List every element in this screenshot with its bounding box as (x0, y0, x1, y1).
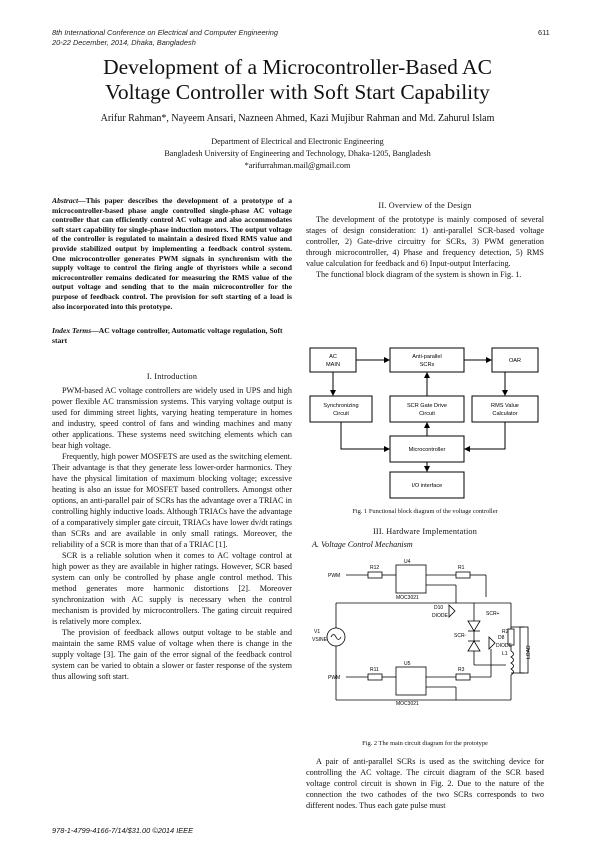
label-r11: R11 (370, 667, 379, 673)
copyright-footer: 978-1-4799-4166-7/14/$31.00 ©2014 IEEE (52, 826, 194, 835)
author-list: Arifur Rahman*, Nayeem Ansari, Nazneen A… (100, 113, 495, 124)
intro-paragraph: The provision of feedback allows output … (52, 628, 292, 681)
resistor-r12 (367, 571, 383, 579)
label-r3: R3 (458, 667, 465, 673)
diode-d8 (488, 636, 496, 650)
section-heading-overview: II. Overview of the Design (378, 201, 472, 210)
rms-label: RMS Value (491, 403, 519, 409)
overview-body: The development of the prototype is main… (306, 214, 544, 280)
index-terms-text: —AC voltage controller, Automatic voltag… (52, 326, 283, 345)
optocoupler-u4 (395, 564, 427, 594)
pwm-input-bottom: PWM (328, 675, 340, 681)
intro-paragraph: SCR is a reliable solution when it comes… (52, 551, 292, 626)
label-u4: U4 (404, 559, 411, 565)
label-d8-type: DIODE (496, 643, 513, 649)
overview-paragraph: The development of the prototype is main… (306, 215, 544, 268)
block-io (389, 471, 465, 499)
label-d10: D10 (434, 605, 443, 611)
ac-main-label: AC (329, 354, 337, 360)
hardware-paragraph: A pair of anti-parallel SCRs is used as … (306, 757, 544, 810)
label-v1-value: VSINE (312, 637, 328, 643)
abstract-text: —This paper describes the development of… (52, 196, 292, 311)
conference-dates: 20-22 December, 2014, Dhaka, Bangladesh (52, 38, 196, 47)
inductor-l1 (510, 650, 514, 676)
label-load: LOAD (526, 645, 532, 659)
title-line-1: Development of a Microcontroller-Based A… (103, 55, 492, 79)
resistor-r11 (367, 673, 383, 681)
label-v1: V1 (314, 629, 320, 635)
circuit-diagram: PWM R12 U4 R1 MOC3021 D10 DIODE SCR+ SCR… (312, 559, 532, 707)
block-ac-main (309, 347, 357, 373)
load-label: OAR (509, 358, 521, 364)
sync-label: Circuit (333, 411, 349, 417)
pwm-input-top: PWM (328, 573, 340, 579)
label-scr-plus: SCR+ (486, 611, 500, 617)
gate-drive-label: SCR Gate Drive (407, 403, 447, 409)
label-scr-minus: SCR- (454, 633, 467, 639)
introduction-body: PWM-based AC voltage controllers are wid… (52, 385, 292, 682)
optocoupler-u5 (395, 666, 427, 696)
label-moc2: MOC3021 (396, 701, 419, 707)
intro-paragraph: PWM-based AC voltage controllers are wid… (52, 386, 292, 450)
label-l1: L1 (502, 651, 508, 657)
index-terms: Index Terms—AC voltage controller, Autom… (52, 326, 292, 346)
label-u5: U5 (404, 661, 411, 667)
io-label: I/O interface (412, 483, 442, 489)
resistor-r1 (455, 571, 471, 579)
overview-paragraph: The functional block diagram of the syst… (316, 270, 522, 279)
index-terms-label: Index Terms (52, 326, 92, 335)
block-scr-pair (389, 347, 465, 373)
block-sync (309, 395, 373, 423)
microcontroller-label: Microcontroller (409, 447, 446, 453)
rms-label: Calculator (492, 411, 517, 417)
ac-main-label: MAIN (326, 362, 340, 368)
abstract-label: Abstract (52, 196, 79, 205)
section-heading-introduction: I. Introduction (146, 372, 198, 381)
label-moc1: MOC3021 (396, 595, 419, 601)
sync-label: Synchronizing (323, 403, 358, 409)
department: Department of Electrical and Electronic … (211, 137, 384, 146)
label-d10-type: DIODE (432, 613, 449, 619)
resistor-r3 (455, 673, 471, 681)
paper-title: Development of a Microcontroller-Based A… (30, 55, 565, 105)
diode-d10 (448, 604, 456, 618)
block-microcontroller (389, 435, 465, 463)
subsection-heading: A. Voltage Control Mechanism (312, 540, 413, 549)
functional-block-diagram: AC MAIN Anti-parallel SCRs OAR Synchroni… (309, 347, 539, 499)
label-r1: R1 (458, 565, 465, 571)
university: Bangladesh University of Engineering and… (164, 149, 431, 158)
block-gate-drive (389, 395, 465, 423)
label-r2: R2 (502, 629, 509, 635)
block-load (491, 347, 539, 373)
scr-minus (467, 640, 481, 652)
fig1-caption: Fig. 1 Functional block diagram of the v… (352, 508, 498, 515)
gate-drive-label: Circuit (419, 411, 435, 417)
label-d8: D8 (498, 635, 505, 641)
scr-plus (467, 620, 481, 632)
author-email: *arifurrahman.mail@gmail.com (244, 161, 351, 170)
scr-pair-label: SCRs (420, 362, 435, 368)
conference-name: 8th International Conference on Electric… (52, 28, 278, 37)
abstract: Abstract—This paper describes the develo… (52, 196, 292, 311)
title-line-2: Voltage Controller with Soft Start Capab… (105, 80, 490, 104)
hardware-body: A pair of anti-parallel SCRs is used as … (306, 756, 544, 811)
section-heading-hardware: III. Hardware Implementation (372, 527, 478, 536)
page-number: 611 (538, 28, 550, 37)
block-rms (471, 395, 539, 423)
scr-pair-label: Anti-parallel (412, 354, 442, 360)
intro-paragraph: Frequently, high power MOSFETS are used … (52, 452, 292, 549)
label-r12: R12 (370, 565, 379, 571)
fig2-caption: Fig. 2 The main circuit diagram for the … (362, 740, 488, 747)
affiliation: Department of Electrical and Electronic … (30, 136, 565, 172)
